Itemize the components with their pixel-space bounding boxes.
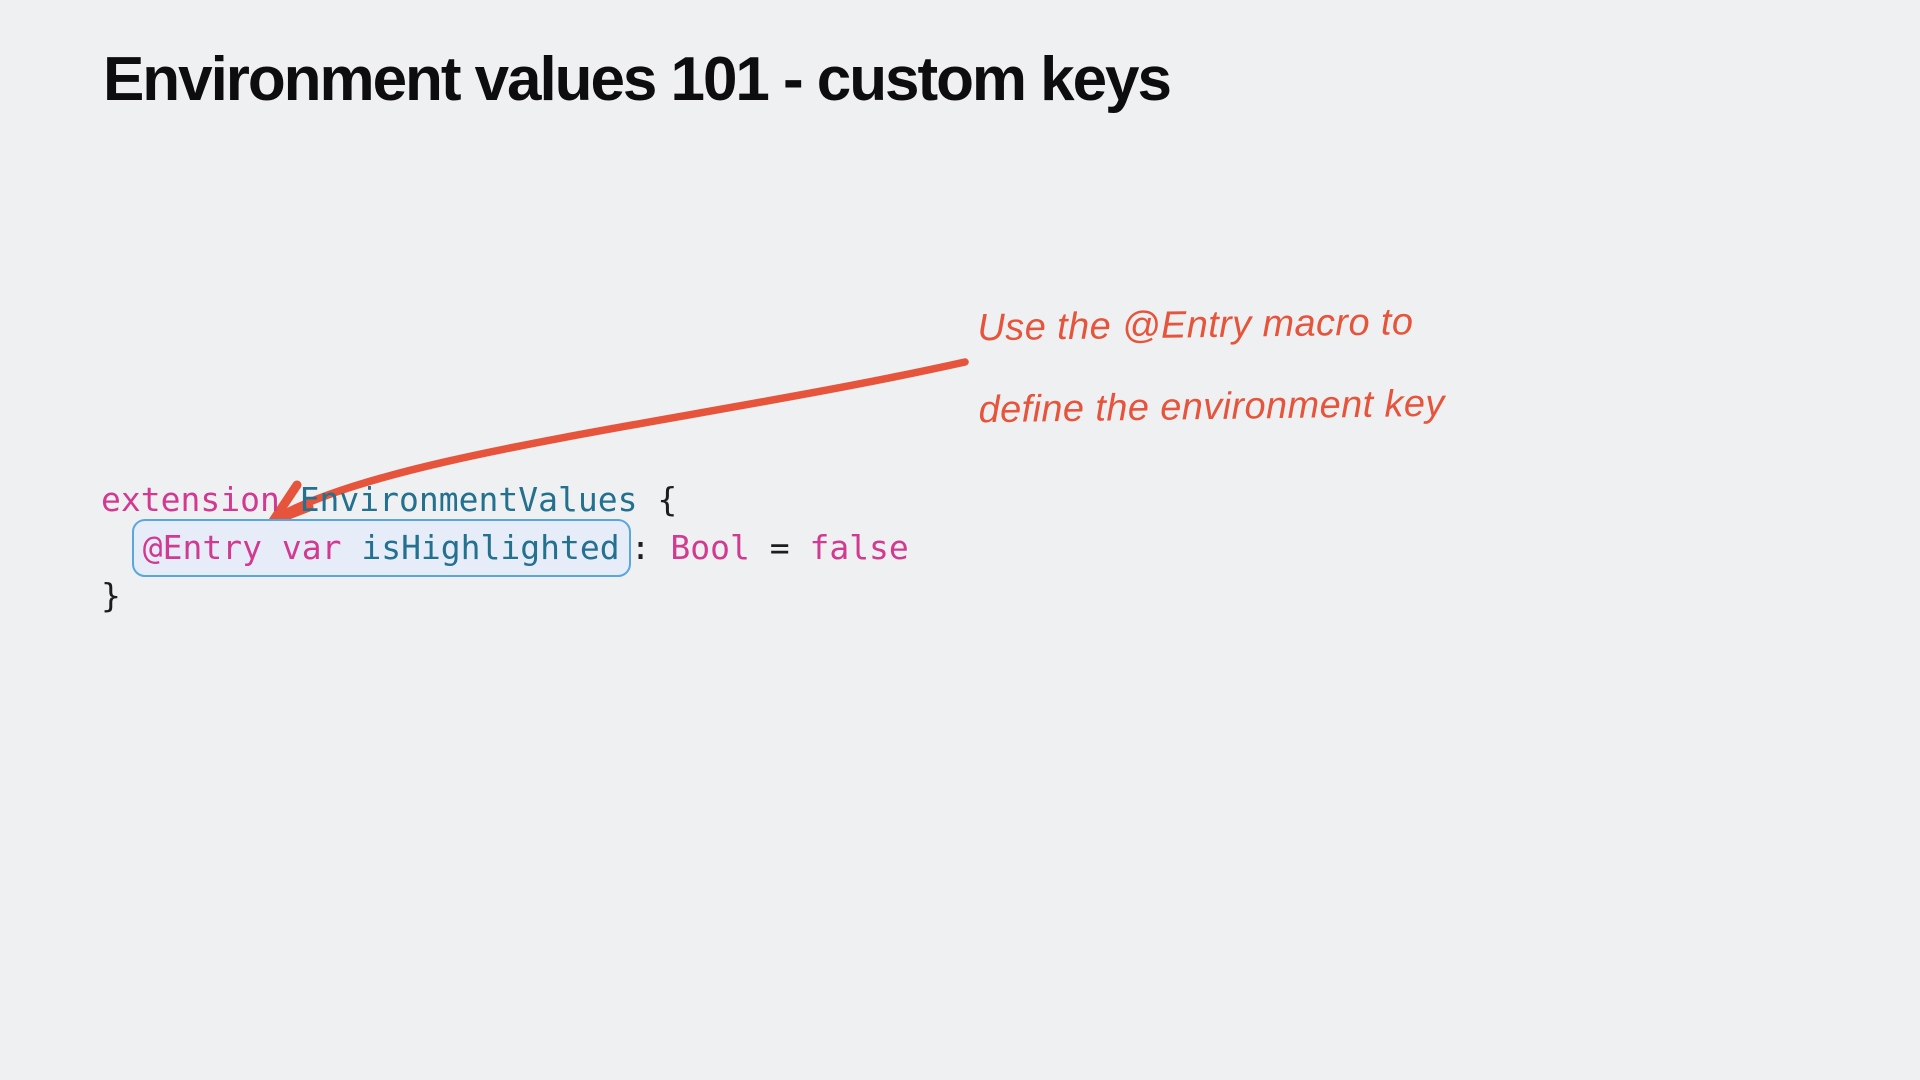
close-brace: }: [101, 576, 121, 615]
type-environmentvalues: EnvironmentValues: [299, 480, 638, 519]
code-line-extension: extension EnvironmentValues {: [101, 476, 909, 524]
equals-sign: =: [749, 528, 810, 567]
keyword-var: var: [281, 528, 342, 567]
code-line-close: }: [101, 572, 909, 620]
entry-highlight-box: @Entry var isHighlighted: [131, 519, 631, 577]
keyword-extension: extension: [101, 480, 280, 519]
code-line-entry: @Entry var isHighlighted: Bool = false: [101, 519, 909, 577]
colon: :: [630, 528, 671, 567]
annotation-note: Use the @Entry macro to define the envir…: [977, 281, 1445, 451]
code-space: [341, 528, 361, 567]
annotation-line-1: Use the @Entry macro to: [977, 301, 1414, 350]
annotation-line-2: define the environment key: [978, 382, 1446, 432]
value-false: false: [809, 528, 909, 567]
code-block: extension EnvironmentValues { @Entry var…: [101, 476, 909, 620]
macro-entry: @Entry: [142, 528, 262, 567]
code-space: [280, 480, 300, 519]
code-space: [262, 528, 282, 567]
type-bool: Bool: [670, 528, 750, 567]
open-brace: {: [637, 480, 678, 519]
property-ishighlighted: isHighlighted: [361, 528, 620, 567]
slide-title: Environment values 101 - custom keys: [103, 45, 1172, 114]
